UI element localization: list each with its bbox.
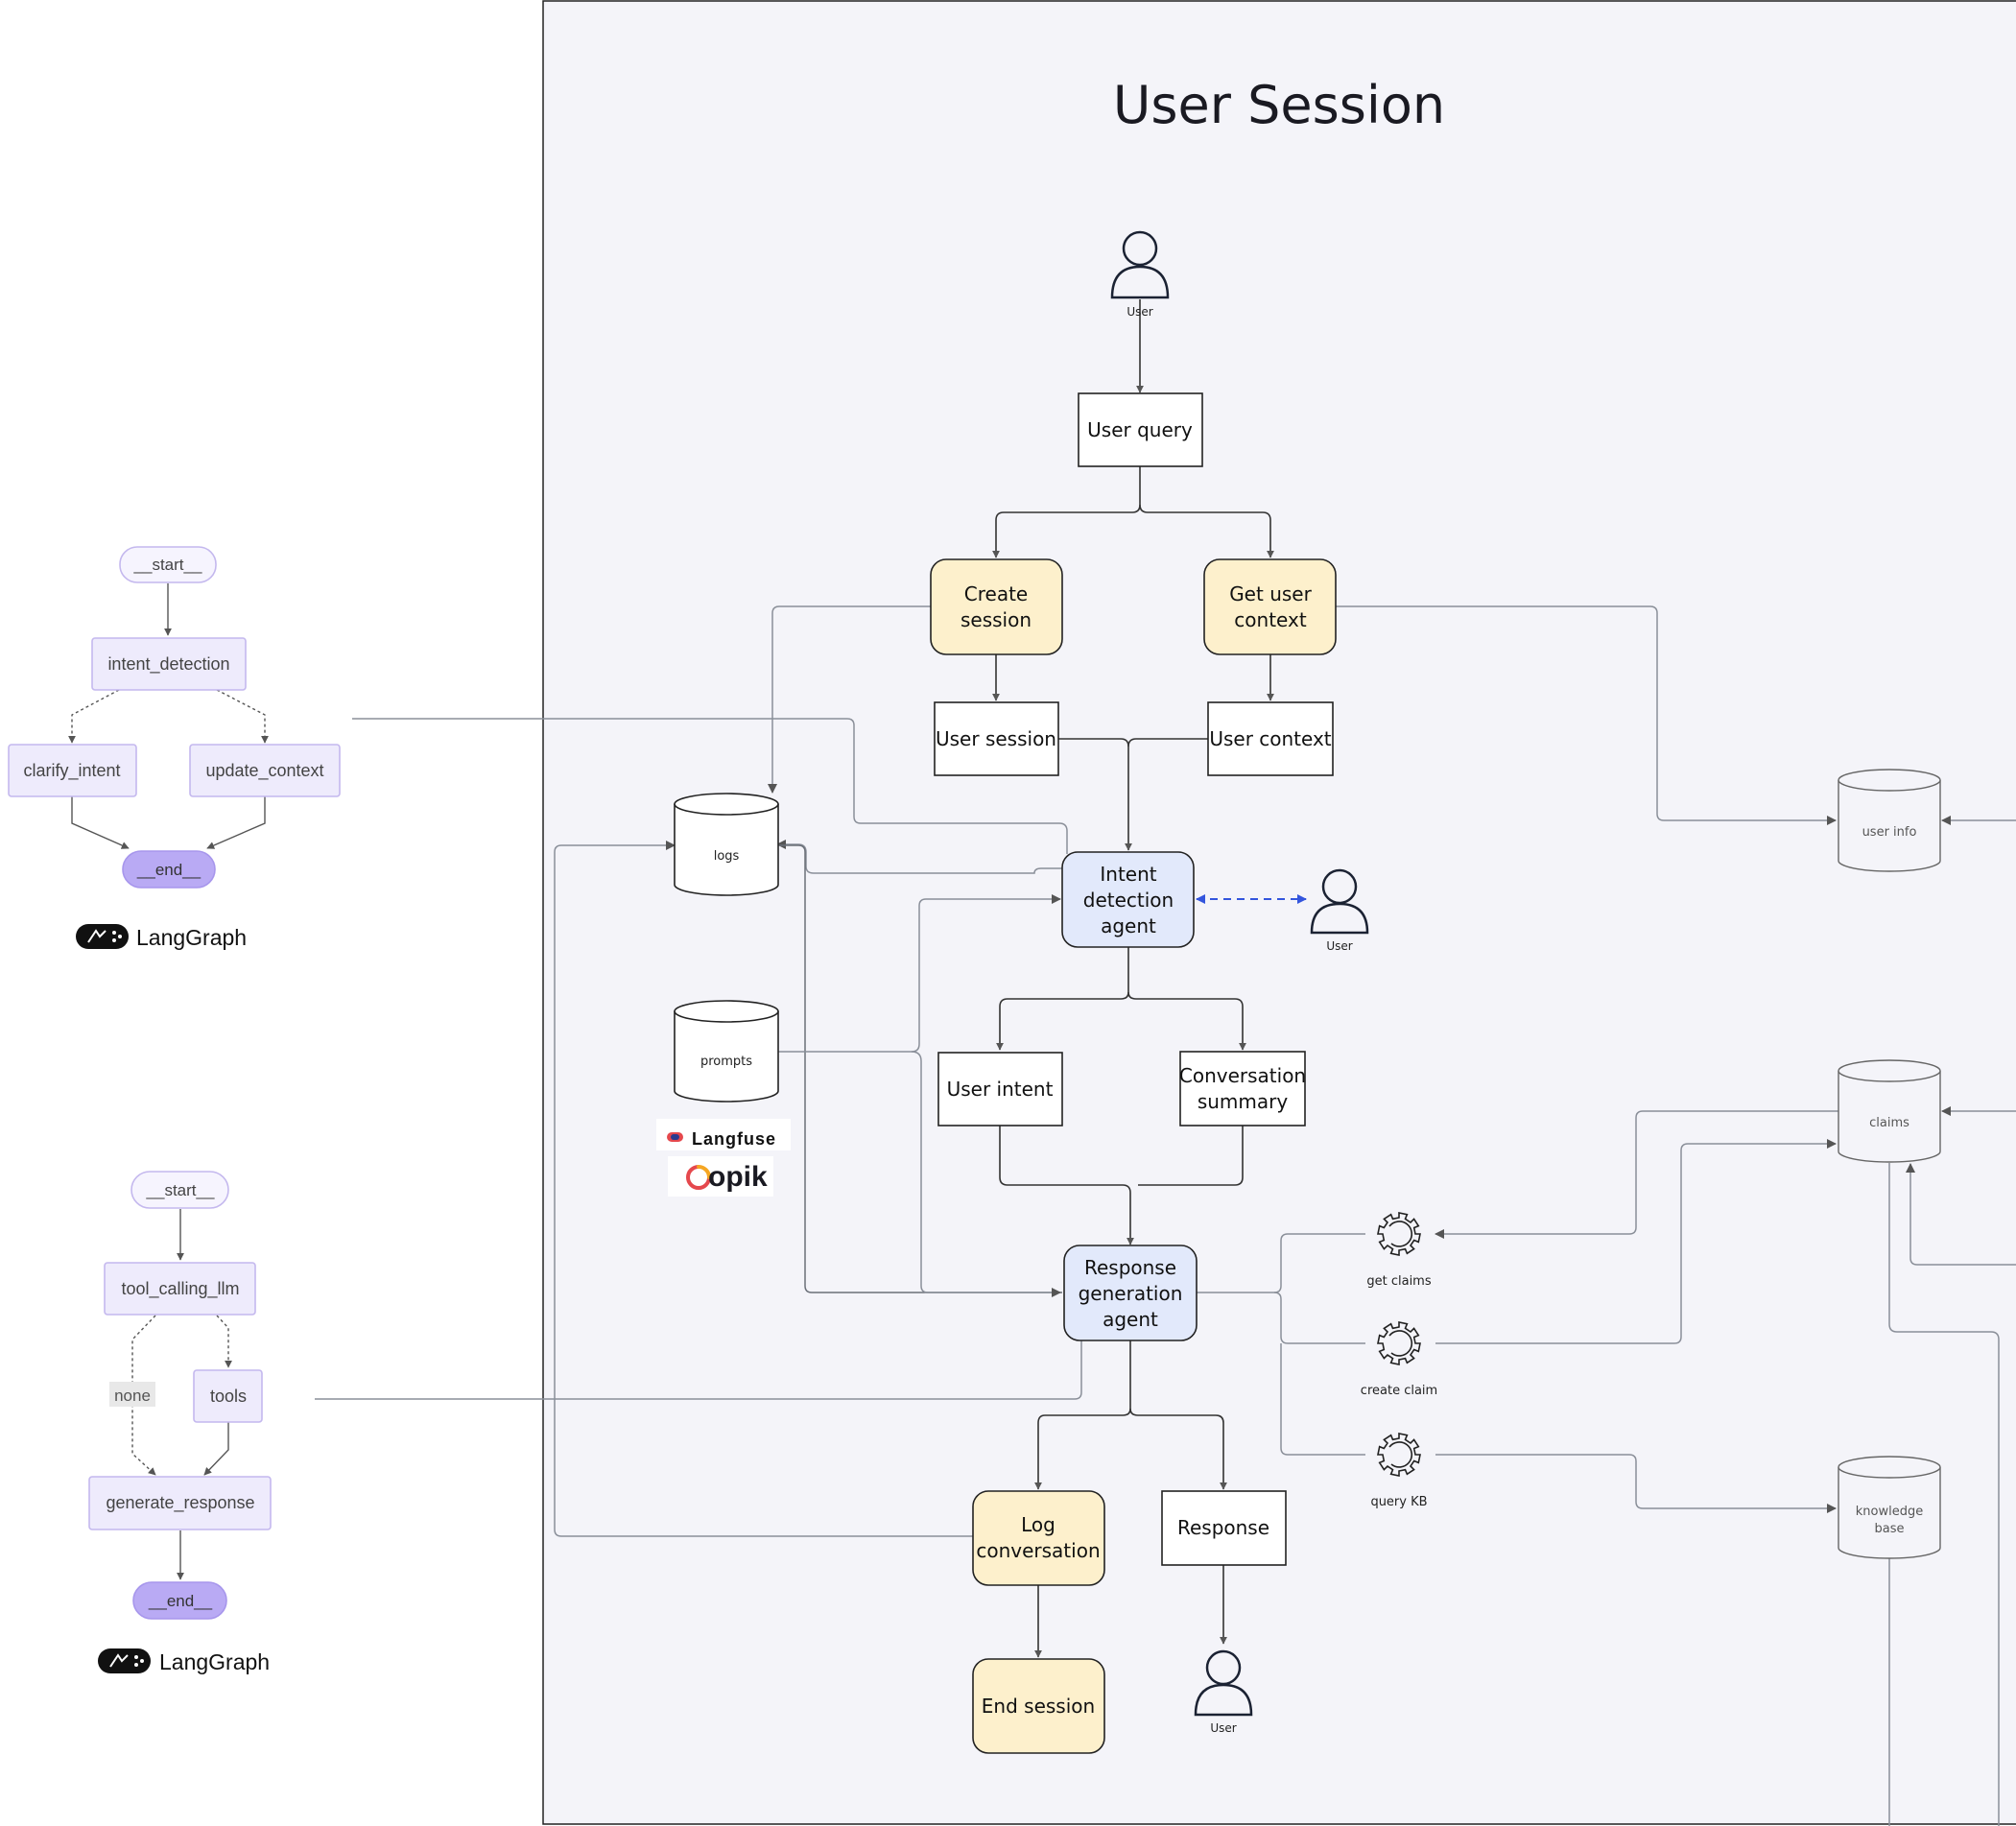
lg-none-edge-badge	[109, 1382, 155, 1407]
get-user-context-line2: context	[1234, 608, 1307, 631]
get-claims-label: get claims	[1366, 1274, 1431, 1289]
lg-tools-label: tools	[210, 1387, 247, 1406]
create-claim-gear-icon	[1377, 1321, 1421, 1365]
conversation-summary-node	[1179, 1051, 1306, 1126]
user-icon-bottom	[1194, 1649, 1253, 1717]
lg-tool-calling-llm-label: tool_calling_llm	[121, 1279, 239, 1299]
user-icon-mid	[1310, 868, 1369, 935]
user-query-label: User query	[1087, 418, 1193, 441]
lg-intent-detection-label: intent_detection	[107, 654, 229, 675]
knowledge-base-line2: base	[1875, 1522, 1905, 1536]
user-query-node	[1078, 392, 1203, 467]
prompts-label: prompts	[700, 1055, 752, 1069]
intent-agent-line3: agent	[1101, 914, 1156, 937]
end-session-node	[972, 1658, 1105, 1754]
query-kb-label: query KB	[1370, 1495, 1427, 1509]
response-agent-line2: generation	[1079, 1282, 1183, 1305]
lg-bottom-end-label: __end__	[148, 1592, 213, 1610]
lg-top-start-node	[119, 546, 217, 583]
lg-none-edge-label: none	[114, 1387, 151, 1405]
create-session-node	[930, 558, 1063, 655]
user-info-database-icon	[1838, 769, 1941, 872]
get-user-context-line1: Get user	[1229, 582, 1312, 605]
user-context-label: User context	[1209, 727, 1331, 750]
prompts-database-icon	[674, 1000, 779, 1103]
logs-database-icon	[674, 793, 779, 896]
create-claim-label: create claim	[1361, 1384, 1437, 1398]
claims-label: claims	[1869, 1116, 1909, 1130]
user-label-bottom: User	[1210, 1721, 1236, 1735]
langgraph-logo-icon-top	[76, 924, 129, 949]
response-label: Response	[1177, 1516, 1269, 1539]
claims-database-icon	[1838, 1059, 1941, 1163]
conversation-summary-line1: Conversation	[1179, 1064, 1306, 1087]
user-icon-top	[1110, 230, 1170, 299]
conversation-summary-line2: summary	[1198, 1090, 1289, 1113]
user-session-node	[934, 701, 1059, 776]
lg-tools-node	[193, 1369, 263, 1423]
lg-top-start-label: __start__	[133, 556, 202, 574]
knowledge-base-line1: knowledge	[1856, 1505, 1923, 1519]
lg-bottom-end-node	[132, 1581, 227, 1620]
lg-top-end-node	[122, 850, 216, 889]
opik-label: opik	[708, 1161, 768, 1193]
user-label-top: User	[1127, 305, 1152, 319]
langfuse-logo-icon	[667, 1132, 683, 1142]
lg-tool-calling-llm-node	[104, 1262, 256, 1316]
end-session-label: End session	[982, 1695, 1095, 1718]
opik-logo-icon	[686, 1165, 711, 1190]
flow-arrows	[992, 299, 1274, 1658]
langgraph-brand-top: LangGraph	[136, 925, 247, 950]
langfuse-label: Langfuse	[692, 1129, 776, 1149]
opik-badge	[668, 1156, 773, 1197]
lg-generate-response-label: generate_response	[106, 1493, 254, 1513]
intent-agent-line2: detection	[1083, 889, 1174, 912]
data-store-connectors	[315, 605, 2016, 1826]
langgraph-response-graph: __start__ tool_calling_llm none tools ge…	[88, 1171, 272, 1674]
log-conversation-line2: conversation	[976, 1539, 1100, 1562]
user-context-node	[1207, 701, 1334, 776]
langgraph-logo-icon-bottom	[98, 1648, 151, 1673]
create-session-line1: Create	[964, 582, 1028, 605]
lg-bottom-start-label: __start__	[146, 1181, 215, 1199]
lg-generate-response-node	[88, 1476, 272, 1530]
intent-detection-agent-node	[1061, 851, 1195, 948]
log-conversation-node	[972, 1490, 1105, 1586]
lg-update-context-node	[189, 744, 341, 797]
user-intent-label: User intent	[947, 1078, 1054, 1101]
lg-update-context-label: update_context	[205, 761, 323, 781]
response-node	[1161, 1490, 1287, 1566]
get-user-context-node	[1203, 558, 1337, 655]
lg-top-end-label: __end__	[136, 861, 202, 879]
langgraph-intent-graph: __start__ intent_detection clarify_inten…	[8, 546, 341, 950]
langgraph-brand-bottom: LangGraph	[159, 1649, 270, 1674]
create-session-line2: session	[961, 608, 1032, 631]
response-generation-agent-node	[1063, 1245, 1198, 1341]
page-title: User Session	[1113, 75, 1445, 135]
user-session-label: User session	[936, 727, 1056, 750]
user-info-label: user info	[1862, 825, 1917, 840]
intent-agent-line1: Intent	[1100, 863, 1156, 886]
response-agent-line1: Response	[1084, 1256, 1176, 1279]
get-claims-gear-icon	[1377, 1212, 1421, 1256]
user-intent-node	[937, 1052, 1063, 1126]
lg-clarify-intent-node	[8, 744, 137, 797]
query-kb-gear-icon	[1377, 1433, 1421, 1477]
user-label-mid: User	[1326, 939, 1352, 953]
response-agent-line3: agent	[1103, 1308, 1158, 1331]
logs-label: logs	[714, 849, 740, 864]
lg-bottom-start-node	[130, 1171, 229, 1209]
log-conversation-line1: Log	[1021, 1513, 1055, 1536]
lg-clarify-intent-label: clarify_intent	[23, 761, 120, 781]
knowledge-base-database-icon	[1838, 1456, 1941, 1559]
lg-intent-detection-node	[91, 637, 247, 691]
